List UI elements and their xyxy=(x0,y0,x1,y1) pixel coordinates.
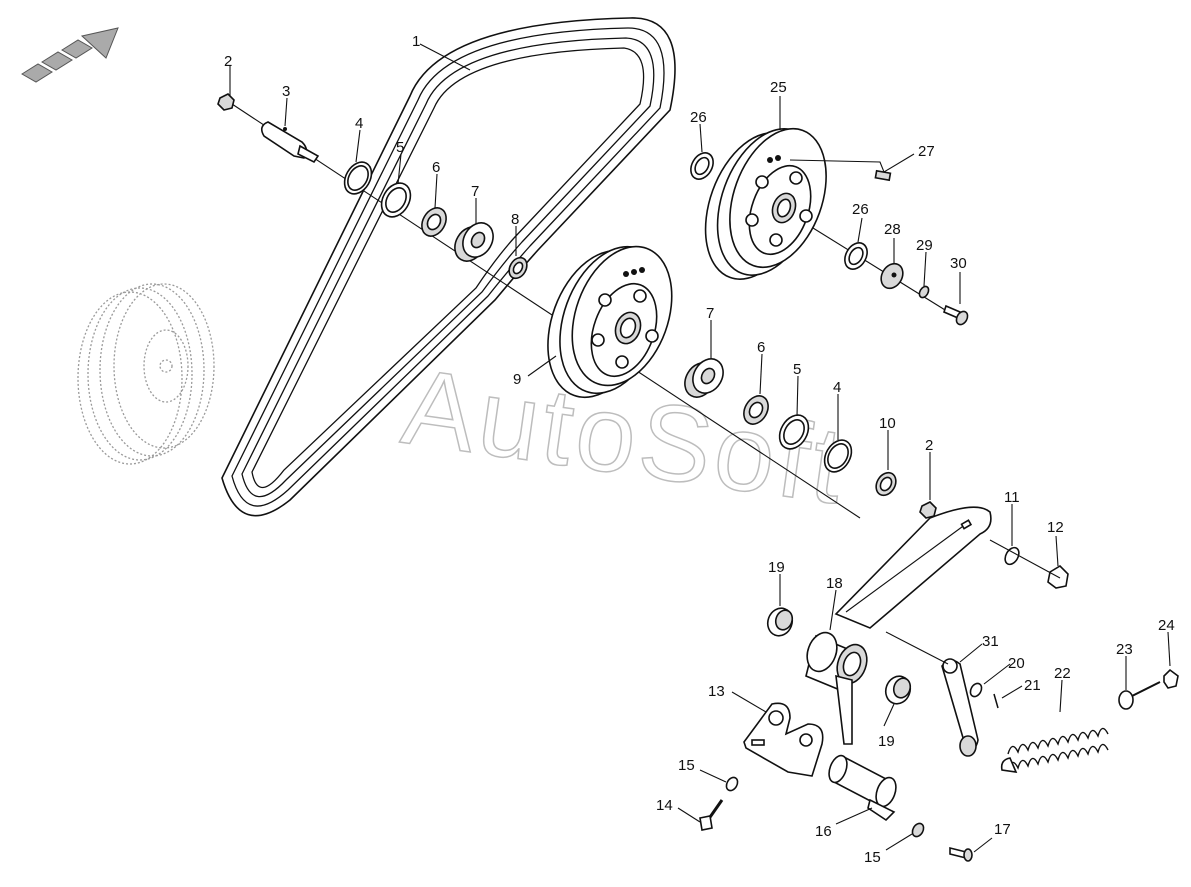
part-18-pivot-tube xyxy=(805,631,868,745)
part-13-bracket xyxy=(743,702,824,777)
part-4-snap-ring-top xyxy=(343,161,373,195)
callout-12: 12 xyxy=(1047,519,1064,536)
callout-17: 17 xyxy=(994,821,1011,838)
part-20-washer xyxy=(969,682,983,698)
part-9-pulley xyxy=(547,245,673,399)
part-29-lock-washer xyxy=(918,285,930,299)
leader-lines xyxy=(229,43,1171,853)
part-10-bushing xyxy=(875,471,897,497)
part-6-spacer-top xyxy=(421,207,447,237)
callout-18: 18 xyxy=(826,575,843,592)
callout-3: 3 xyxy=(282,83,290,100)
part-5-washer-lower xyxy=(778,414,810,450)
direction-arrow-icon xyxy=(21,27,119,83)
part-26-washer-top xyxy=(690,152,714,180)
part-28-spacer xyxy=(880,262,904,290)
callout-14: 14 xyxy=(656,797,673,814)
callout-30: 30 xyxy=(950,255,967,272)
part-2-nut-top xyxy=(217,93,235,111)
part-8-ring xyxy=(508,256,528,280)
callout-15-left: 15 xyxy=(678,757,695,774)
upper-axis-line xyxy=(231,103,861,519)
callout-29: 29 xyxy=(916,237,933,254)
part-25-idler-pulley xyxy=(704,127,827,280)
part-27-key xyxy=(874,169,892,182)
callout-23: 23 xyxy=(1116,641,1133,658)
tensioner-arm xyxy=(834,506,992,629)
callout-21: 21 xyxy=(1024,677,1041,694)
callout-27: 27 xyxy=(918,143,935,160)
callout-4-top: 4 xyxy=(355,115,363,132)
part-14-bolt xyxy=(699,799,724,831)
part-16-tube xyxy=(828,754,897,822)
part-6-spacer-lower xyxy=(743,395,769,425)
callout-2-lower: 2 xyxy=(925,437,933,454)
part-11-washer xyxy=(1004,546,1020,566)
part-15-washer-right xyxy=(911,822,925,838)
callout-9: 9 xyxy=(513,371,521,388)
part-17-bolt xyxy=(949,846,973,862)
part-19-bushing-top xyxy=(766,607,794,637)
part-7-bearing-lower xyxy=(684,358,724,398)
callout-6-top: 6 xyxy=(432,159,440,176)
callout-26-lower: 26 xyxy=(852,201,869,218)
part-2-nut-lower xyxy=(919,501,937,519)
nut-axis-line xyxy=(989,539,1061,579)
part-22-spring xyxy=(1000,727,1109,773)
callout-4-lower: 4 xyxy=(833,379,841,396)
part-7-bearing-top xyxy=(454,222,494,262)
callout-10: 10 xyxy=(879,415,896,432)
callout-labels: 1 2 3 4 5 6 7 8 9 7 6 5 4 10 2 11 12 19 … xyxy=(224,33,1175,866)
part-15-washer-left xyxy=(725,776,739,792)
callout-19-top: 19 xyxy=(768,559,785,576)
callout-5-top: 5 xyxy=(396,139,404,156)
callout-31: 31 xyxy=(982,633,999,650)
part-5-washer-top xyxy=(380,182,412,218)
callout-7-top: 7 xyxy=(471,183,479,200)
callout-28: 28 xyxy=(884,221,901,238)
callout-22: 22 xyxy=(1054,665,1071,682)
callout-19-lower: 19 xyxy=(878,733,895,750)
callout-25: 25 xyxy=(770,79,787,96)
callout-7-lower: 7 xyxy=(706,305,714,322)
callout-13: 13 xyxy=(708,683,725,700)
callout-5-lower: 5 xyxy=(793,361,801,378)
part-31-link xyxy=(885,631,979,757)
callout-2-top: 2 xyxy=(224,53,232,70)
drive-belt xyxy=(221,17,676,517)
callout-20: 20 xyxy=(1008,655,1025,672)
part-23-eye-bolt xyxy=(1118,681,1161,710)
part-26-washer-lower xyxy=(844,242,868,270)
part-24-nut xyxy=(1163,668,1179,689)
part-30-bolt xyxy=(943,304,969,326)
ghost-engine-pulley xyxy=(77,283,215,465)
callout-26-top: 26 xyxy=(690,109,707,126)
part-4-snap-ring-lower xyxy=(823,439,853,473)
part-19-bushing-lower xyxy=(884,675,912,705)
callout-15-right: 15 xyxy=(864,849,881,866)
callout-11: 11 xyxy=(1004,489,1020,506)
callout-8: 8 xyxy=(511,211,519,228)
callout-16: 16 xyxy=(815,823,832,840)
callout-24: 24 xyxy=(1158,617,1175,634)
part-3-shaft xyxy=(260,121,320,164)
part-21-cotter-pin xyxy=(993,693,999,709)
callout-6-lower: 6 xyxy=(757,339,765,356)
callout-1: 1 xyxy=(412,33,420,50)
